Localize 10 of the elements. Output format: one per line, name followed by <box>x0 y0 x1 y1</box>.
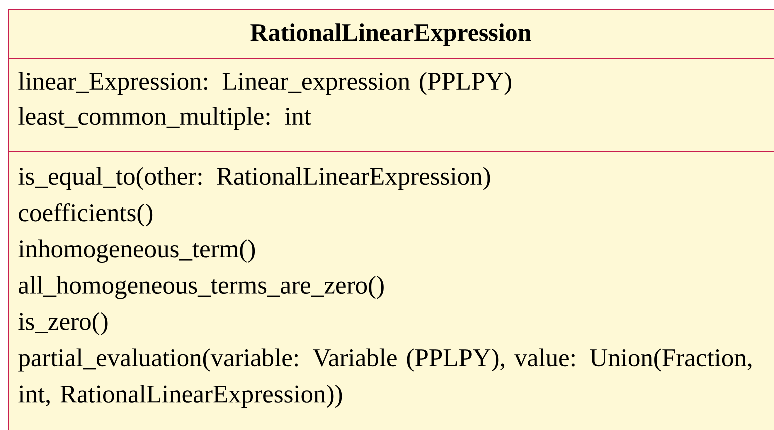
attribute: least_common_multiple: int <box>18 107 312 130</box>
method: coefficients() <box>19 204 153 227</box>
method: is_equal_to(other: RationalLinearExpression) <box>18 167 490 190</box>
class-box <box>8 9 774 430</box>
class-name: RationalLinearExpression <box>250 24 532 46</box>
method: partial_evaluation(variable: Variable (PPLPY), value: Union(Fraction, int, RationalLinearExpression)) <box>18 348 752 408</box>
method: is_zero() <box>18 312 108 336</box>
attribute: linear_Expression: Linear_expression (PPLPY) <box>18 72 512 96</box>
method: inhomogeneous_term() <box>18 240 256 263</box>
method: all_homogeneous_terms_are_zero() <box>19 276 384 300</box>
